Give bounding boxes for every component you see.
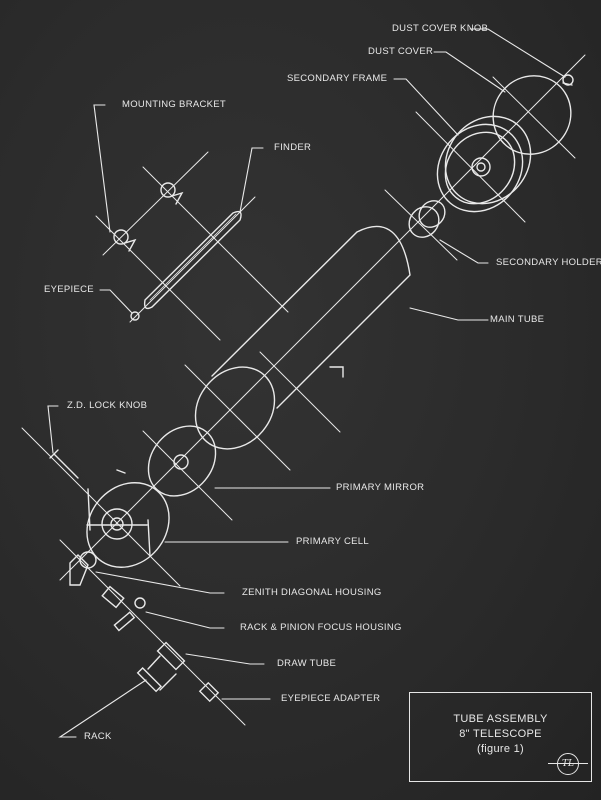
label-zd-lock-knob: Z.D. LOCK KNOB — [67, 400, 148, 411]
leader-dust-cover-knob — [469, 28, 566, 78]
publisher-logo-icon: TL — [557, 753, 579, 775]
leader-secondary-holder — [439, 239, 489, 264]
draw-tube-part — [156, 641, 186, 671]
eyepiece-part — [130, 311, 140, 321]
zd-lock-knob-part — [49, 449, 79, 479]
leader-main-tube — [409, 307, 489, 321]
label-mounting-bracket: MOUNTING BRACKET — [122, 99, 227, 110]
eyepiece-adapter-part — [198, 681, 220, 703]
finder-part — [129, 196, 256, 323]
leader-rack — [58, 679, 147, 738]
title-line-3: (figure 1) — [476, 743, 525, 755]
label-rack-pinion-focus-housing: RACK & PINION FOCUS HOUSING — [240, 622, 402, 633]
rack-part — [136, 655, 177, 693]
secondary-holder-part — [384, 189, 458, 261]
label-main-tube: MAIN TUBE — [490, 314, 545, 325]
optical-axis-line — [59, 54, 586, 581]
secondary-frame-part — [415, 111, 532, 223]
eyepiece-axis-line — [59, 539, 246, 726]
mounting-bracket-part — [95, 151, 289, 341]
label-primary-cell: PRIMARY CELL — [296, 536, 369, 547]
label-finder: FINDER — [274, 142, 312, 153]
dust-cover-knob-part — [562, 74, 574, 86]
label-primary-mirror: PRIMARY MIRROR — [336, 482, 425, 493]
main-tube-part — [184, 225, 411, 471]
label-rack: RACK — [84, 731, 112, 742]
primary-cell-part — [21, 427, 181, 587]
leader-rack-pinion — [145, 611, 225, 629]
dust-cover-part — [492, 75, 576, 159]
title-line-2: 8" TELESCOPE — [459, 728, 542, 740]
label-secondary-holder: SECONDARY HOLDER — [496, 257, 601, 268]
leader-draw-tube — [185, 653, 265, 665]
leader-secondary-frame — [393, 78, 459, 136]
label-zenith-diagonal-housing: ZENITH DIAGONAL HOUSING — [242, 587, 382, 598]
leader-dust-cover — [433, 51, 506, 93]
label-dust-cover-knob: DUST COVER KNOB — [392, 23, 489, 34]
label-draw-tube: DRAW TUBE — [277, 658, 337, 669]
label-eyepiece: EYEPIECE — [44, 284, 94, 295]
leader-eyepiece — [99, 289, 133, 314]
leader-mounting-bracket — [93, 104, 111, 233]
leader-finder — [239, 147, 264, 213]
label-dust-cover: DUST COVER — [368, 46, 434, 57]
title-line-1: TUBE ASSEMBLY — [453, 713, 548, 725]
leader-lines — [47, 28, 566, 738]
label-eyepiece-adapter: EYEPIECE ADAPTER — [281, 693, 381, 704]
label-secondary-frame: SECONDARY FRAME — [287, 73, 388, 84]
leader-zd-lock-knob — [47, 405, 59, 454]
primary-mirror-part — [142, 425, 233, 521]
title-block: TUBE ASSEMBLY 8" TELESCOPE (figure 1) TL — [409, 692, 592, 782]
rack-pinion-part — [101, 585, 146, 632]
zenith-diagonal-housing-part — [69, 551, 97, 586]
leader-zenith-diagonal — [95, 571, 225, 594]
